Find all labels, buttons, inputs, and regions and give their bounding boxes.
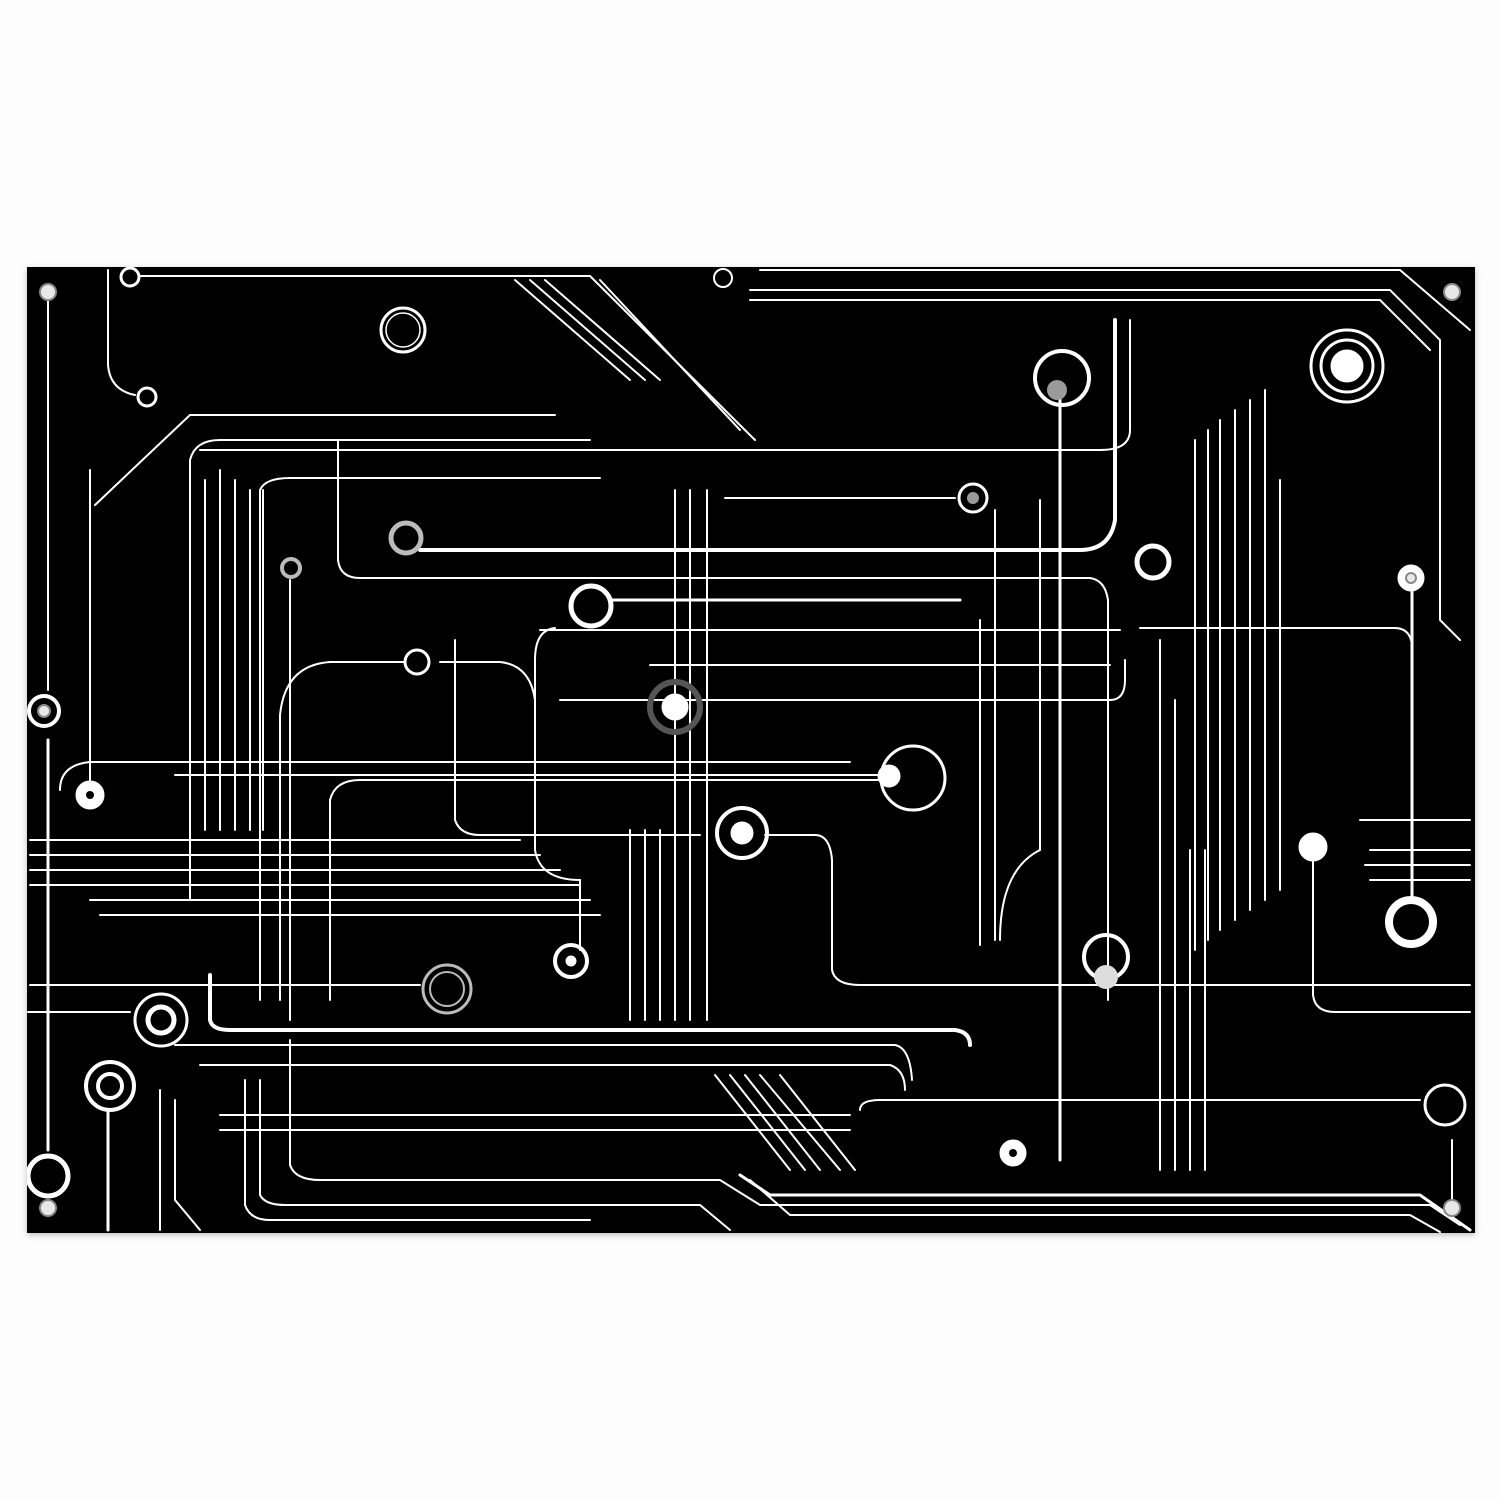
grommet-mid-right [1405,572,1417,584]
circuit-traces [27,269,1472,1233]
grommet-top-right [1443,283,1461,301]
grommet-bottom-right [1443,1199,1461,1217]
pad [119,267,141,288]
trace [139,275,756,441]
grommets [37,283,1461,1217]
grommet-top-left [39,283,57,301]
grommet-bottom-left [39,1199,57,1217]
circuit-banner-print [27,267,1475,1233]
grommet-mid-left [37,704,51,718]
banner-background [27,267,1475,1233]
circuit-pads [27,267,1467,1199]
circuit-artwork [27,267,1475,1233]
